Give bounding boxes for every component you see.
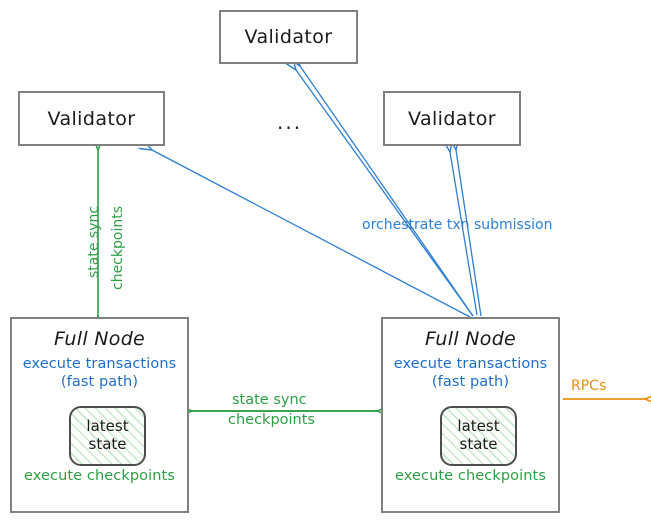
- full-node-right-blue-line1: execute transactions: [393, 356, 548, 372]
- validator-left-label: Validator: [47, 107, 136, 130]
- latest-state-hatch-right: [442, 408, 515, 464]
- edge-fullnode-to-validator-left: [152, 150, 471, 318]
- full-node-right-green-line: execute checkpoints: [395, 468, 546, 485]
- validator-box-right[interactable]: Validator: [383, 91, 521, 146]
- latest-state-hatch-left: [71, 408, 144, 464]
- full-node-left-green-line: execute checkpoints: [24, 468, 175, 485]
- latest-state-box-right: latest state: [440, 406, 517, 466]
- rpcs-label: RPCs: [571, 378, 607, 394]
- full-node-box-right[interactable]: Full Node execute transactions (fast pat…: [381, 317, 560, 513]
- orchestrate-label: orchestrate txn submission: [362, 217, 553, 233]
- edge-fullnode-to-validator-right: [450, 150, 482, 317]
- full-node-box-left[interactable]: Full Node execute transactions (fast pat…: [10, 317, 189, 513]
- state-sync-vertical-line2: checkpoints: [110, 206, 126, 290]
- state-sync-horizontal-line2: checkpoints: [228, 412, 315, 428]
- latest-state-right-line2: state: [459, 435, 498, 453]
- validator-box-left[interactable]: Validator: [18, 91, 165, 146]
- latest-state-right-line1: latest: [457, 417, 500, 436]
- latest-state-left-line1: latest: [86, 417, 129, 436]
- full-node-left-blue-line2: (fast path): [60, 373, 139, 390]
- latest-state-box-left: latest state: [69, 406, 146, 466]
- validator-box-top[interactable]: Validator: [219, 10, 358, 64]
- full-node-left-title: Full Node: [53, 328, 146, 350]
- full-node-right-title: Full Node: [424, 328, 517, 350]
- validator-right-label: Validator: [408, 107, 496, 130]
- latest-state-left-line2: state: [88, 435, 127, 453]
- full-node-right-blue-line2: (fast path): [431, 373, 510, 390]
- state-sync-vertical-line1: state sync: [86, 205, 102, 278]
- full-node-left-blue-line1: execute transactions: [22, 356, 177, 372]
- validator-top-label: Validator: [244, 26, 333, 48]
- validator-ellipsis: ...: [277, 110, 303, 134]
- state-sync-horizontal-line1: state sync: [232, 392, 307, 408]
- edge-fullnode-to-validator-top: [296, 66, 474, 317]
